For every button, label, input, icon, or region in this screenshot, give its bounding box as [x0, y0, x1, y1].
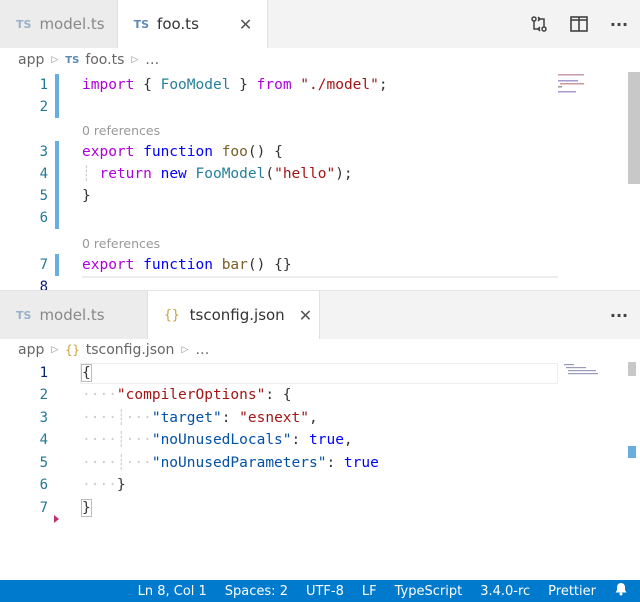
- line-number: 3: [39, 144, 48, 160]
- current-line-highlight: [80, 363, 558, 384]
- code-line: 7 }: [0, 497, 560, 519]
- code-line: 3 ····┊···"target": "esnext",: [0, 407, 560, 429]
- scrollbar-cursor-marker: [628, 446, 636, 458]
- bottom-tab-bar: TS model.ts {} tsconfig.json ✕ ···: [0, 291, 640, 339]
- dirty-diff-bar: [55, 254, 59, 276]
- line-number: 8: [39, 279, 48, 290]
- chevron-right-icon: ▷: [51, 55, 59, 65]
- references-codelens[interactable]: 0 references: [82, 123, 161, 138]
- typescript-file-icon: TS: [65, 54, 80, 66]
- language-mode[interactable]: TypeScript: [394, 583, 463, 599]
- line-number: 2: [39, 387, 48, 403]
- status-bar: Ln 8, Col 1 Spaces: 2 UTF-8 LF TypeScrip…: [0, 580, 640, 602]
- code-line: 2: [0, 96, 560, 118]
- breadcrumb-file[interactable]: foo.ts: [85, 52, 125, 68]
- close-tab-icon[interactable]: ✕: [298, 305, 313, 325]
- breadcrumb: app ▷ TS foo.ts ▷ …: [0, 48, 640, 72]
- formatter[interactable]: Prettier: [548, 583, 596, 599]
- code-line: 5 ····┊···"noUnusedParameters": true: [0, 452, 560, 474]
- breadcrumb-more[interactable]: …: [145, 52, 160, 68]
- line-number: 5: [39, 188, 48, 204]
- code-line: 2 ····"compilerOptions": {: [0, 384, 560, 406]
- typescript-file-icon: TS: [16, 17, 32, 31]
- breadcrumb-folder[interactable]: app: [18, 52, 45, 68]
- line-number: 7: [39, 500, 48, 516]
- line-number: 7: [39, 257, 48, 273]
- more-actions-icon[interactable]: ···: [609, 14, 629, 34]
- vertical-scrollbar[interactable]: [628, 362, 636, 376]
- tab-label: model.ts: [39, 306, 105, 324]
- bell-icon[interactable]: [614, 582, 628, 600]
- vertical-scrollbar[interactable]: [628, 72, 640, 184]
- line-number: 3: [39, 410, 48, 426]
- line-number: 4: [39, 432, 48, 448]
- code-line: 5 }: [0, 185, 560, 207]
- tab-label: model.ts: [39, 15, 105, 33]
- tab-label: tsconfig.json: [189, 306, 285, 324]
- typescript-version[interactable]: 3.4.0-rc: [480, 583, 531, 599]
- tab-model-ts[interactable]: TS model.ts: [0, 291, 148, 339]
- json-file-icon: {}: [164, 307, 180, 323]
- line-number: 6: [39, 477, 48, 493]
- line-number: 1: [39, 365, 48, 381]
- fold-marker-icon: [54, 515, 59, 523]
- line-number: 1: [39, 77, 48, 93]
- minimap[interactable]: [556, 72, 606, 102]
- line-number: 5: [39, 455, 48, 471]
- line-number: 2: [39, 99, 48, 115]
- typescript-file-icon: TS: [133, 17, 150, 31]
- code-line: 1 import { FooModel } from "./model";: [0, 74, 560, 96]
- tab-foo-ts[interactable]: TS foo.ts ✕: [117, 0, 268, 48]
- encoding[interactable]: UTF-8: [305, 583, 344, 599]
- code-line: 3 export function foo() {: [0, 141, 560, 163]
- chevron-right-icon: ▷: [131, 55, 139, 65]
- indentation[interactable]: Spaces: 2: [224, 583, 288, 599]
- close-tab-icon[interactable]: ✕: [238, 14, 253, 34]
- breadcrumb-more[interactable]: …: [195, 342, 210, 358]
- breadcrumb-file[interactable]: tsconfig.json: [85, 342, 175, 358]
- line-number: 6: [39, 210, 48, 226]
- tab-tsconfig-json[interactable]: {} tsconfig.json ✕: [148, 291, 320, 339]
- references-codelens[interactable]: 0 references: [82, 236, 161, 251]
- end-of-line[interactable]: LF: [361, 583, 377, 599]
- code-line: 6 ····}: [0, 474, 560, 496]
- code-line: 7 export function bar() {}: [0, 254, 560, 276]
- breadcrumb: app ▷ {} tsconfig.json ▷ …: [0, 338, 640, 362]
- breadcrumb-folder[interactable]: app: [18, 342, 45, 358]
- minimap[interactable]: [560, 362, 610, 382]
- line-number: 4: [39, 166, 48, 182]
- tab-label: foo.ts: [157, 15, 199, 33]
- code-line: 4 ┊ return new FooModel("hello");: [0, 163, 560, 185]
- compare-changes-icon[interactable]: [528, 13, 550, 35]
- tab-model-ts[interactable]: TS model.ts: [0, 0, 118, 48]
- cursor-position[interactable]: Ln 8, Col 1: [137, 583, 207, 599]
- dirty-diff-bar: [55, 74, 59, 118]
- more-actions-icon[interactable]: ···: [609, 305, 629, 325]
- chevron-right-icon: ▷: [181, 345, 189, 355]
- typescript-file-icon: TS: [16, 308, 32, 322]
- code-line: 1 {: [0, 362, 560, 384]
- chevron-right-icon: ▷: [51, 345, 59, 355]
- split-editor-icon[interactable]: [568, 13, 590, 35]
- bottom-code-editor[interactable]: 1 { 2 ····"compilerOptions": { 3 ····┊··…: [0, 362, 640, 578]
- code-line: 4 ····┊···"noUnusedLocals": true,: [0, 429, 560, 451]
- json-file-icon: {}: [65, 343, 80, 357]
- dirty-diff-bar: [55, 141, 59, 229]
- code-line: 6: [0, 207, 560, 229]
- code-line: 8: [0, 276, 560, 290]
- top-tab-bar: TS model.ts TS foo.ts ✕ ···: [0, 0, 640, 48]
- top-code-editor[interactable]: 1 import { FooModel } from "./model"; 2 …: [0, 72, 640, 290]
